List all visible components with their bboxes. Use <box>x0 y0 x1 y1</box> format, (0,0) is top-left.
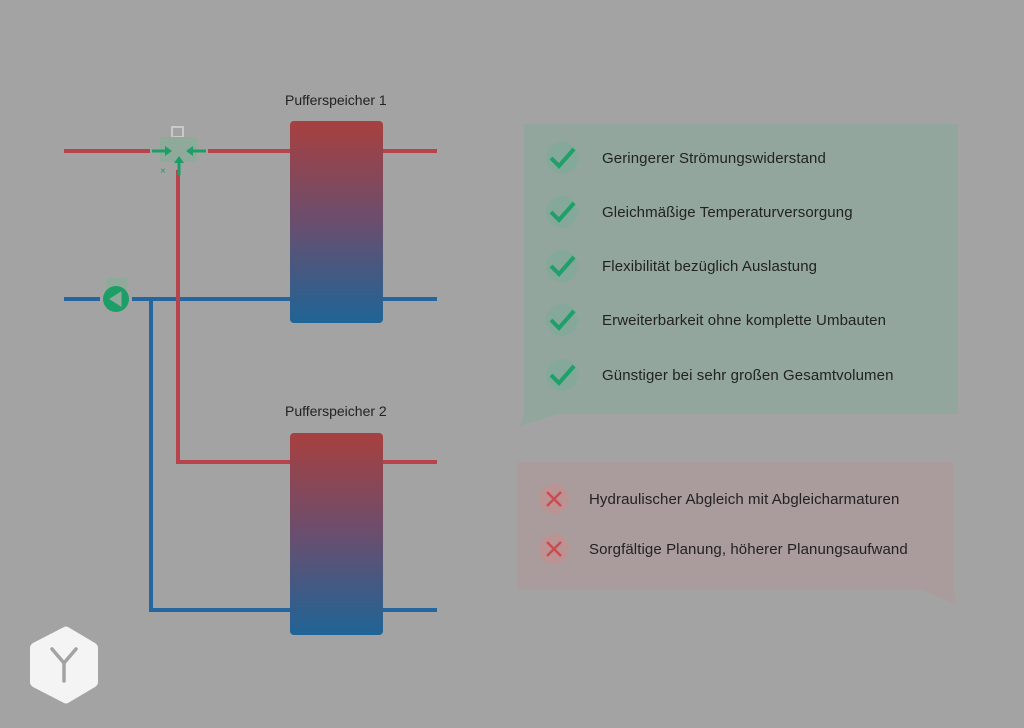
disadvantages-panel: Hydraulischer Abgleich mit Abgleicharmat… <box>517 462 961 607</box>
cross-icon <box>539 484 569 514</box>
advantage-item: Geringerer Strömungswiderstand <box>546 141 826 175</box>
advantage-text: Geringerer Strömungswiderstand <box>602 149 826 167</box>
cold-return-pipes <box>64 297 437 612</box>
circulation-pump-icon <box>103 278 129 312</box>
hot-supply-pipes <box>64 149 437 464</box>
checkmark-icon <box>546 304 578 336</box>
buffer-tank-1 <box>290 121 383 323</box>
hydraulic-diagram: × <box>64 121 437 635</box>
disadvantage-item: Hydraulischer Abgleich mit Abgleicharmat… <box>539 482 899 516</box>
checkmark-icon <box>546 359 578 391</box>
advantages-panel: Geringerer Strömungswiderstand Gleichmäß… <box>518 124 960 429</box>
disadvantages-bubble <box>517 462 957 604</box>
checkmark-icon <box>546 142 578 174</box>
advantage-item: Flexibilität bezüglich Auslastung <box>546 249 817 283</box>
hot-pipe-to-tank2 <box>176 170 290 464</box>
svg-text:×: × <box>160 166 166 177</box>
disadvantage-text: Hydraulischer Abgleich mit Abgleicharmat… <box>589 490 900 508</box>
three-way-valve-icon: × <box>152 126 206 177</box>
advantage-text: Günstiger bei sehr großen Gesamtvolumen <box>602 366 894 384</box>
tank-1-label: Pufferspeicher 1 <box>285 92 387 108</box>
cross-icon <box>539 534 569 564</box>
advantages-bubble <box>520 124 958 426</box>
checkmark-icon <box>546 250 578 282</box>
cold-pipe-to-tank2 <box>149 299 290 612</box>
advantage-text: Erweiterbarkeit ohne komplette Umbauten <box>602 311 887 329</box>
buffer-tank-2 <box>290 433 383 635</box>
disadvantage-item: Sorgfältige Planung, höherer Planungsauf… <box>539 532 908 566</box>
advantage-text: Gleichmäßige Temperaturversorgung <box>602 203 853 221</box>
advantage-item: Erweiterbarkeit ohne komplette Umbauten <box>546 303 886 337</box>
advantage-item: Gleichmäßige Temperaturversorgung <box>546 195 853 229</box>
advantage-text: Flexibilität bezüglich Auslastung <box>602 257 818 275</box>
disadvantage-text: Sorgfältige Planung, höherer Planungsauf… <box>589 540 908 558</box>
tank-2-label: Pufferspeicher 2 <box>285 403 387 419</box>
advantage-item: Günstiger bei sehr großen Gesamtvolumen <box>546 358 894 392</box>
checkmark-icon <box>546 196 578 228</box>
logo-icon[interactable] <box>28 625 100 705</box>
